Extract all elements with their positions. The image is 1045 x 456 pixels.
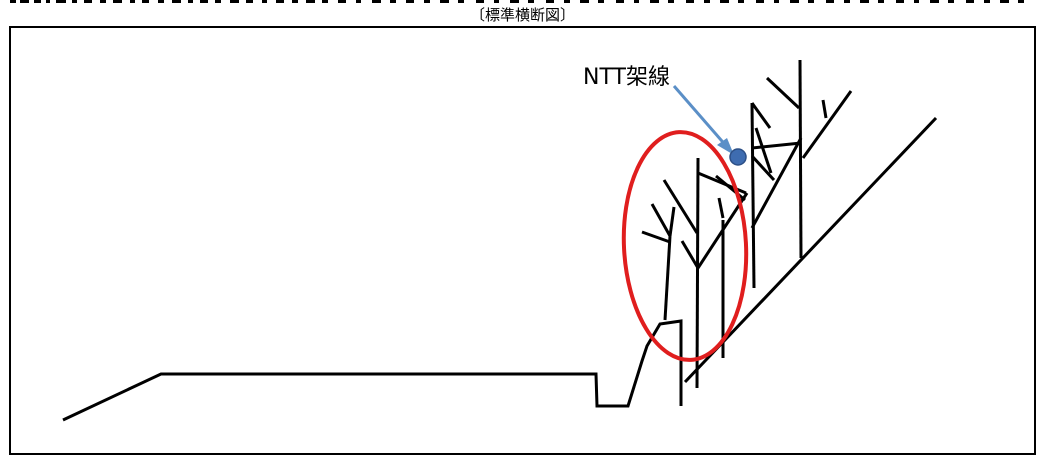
road-ground-profile <box>62 319 683 422</box>
cross-section-diagram: NTT架線 <box>62 59 938 422</box>
trees <box>641 59 853 389</box>
tree-5 <box>765 59 853 259</box>
cross-section-frame: NTT架線 <box>9 26 1036 455</box>
annotation-arrow <box>672 85 734 155</box>
cropped-text-fragments <box>10 0 1024 3</box>
highlight-ellipse <box>621 130 749 362</box>
tree-4 <box>750 102 803 289</box>
ntt-cable-label: NTT架線 <box>583 65 670 90</box>
diagram-caption: 〔標準横断図〕 <box>469 6 575 24</box>
tree-1 <box>641 203 676 321</box>
cable-marker <box>729 148 747 166</box>
cropped-text-strip <box>0 0 1045 5</box>
